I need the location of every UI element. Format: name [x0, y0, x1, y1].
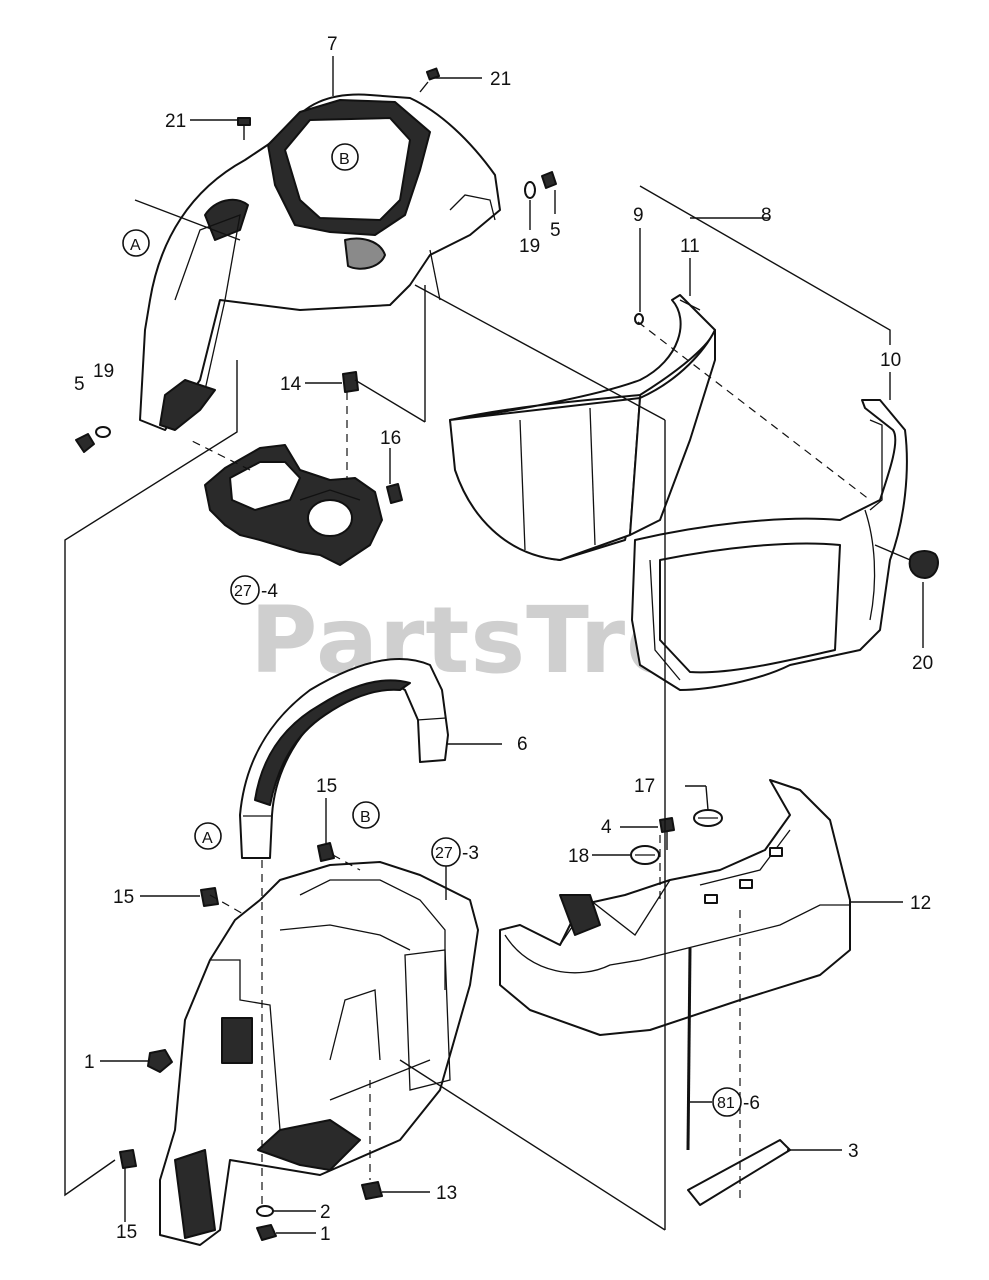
clip-15-c	[119, 1149, 137, 1169]
svg-text:-4: -4	[261, 581, 278, 602]
svg-text:-6: -6	[743, 1093, 760, 1114]
callout-21-left: 21	[165, 111, 186, 132]
hood-panel-part	[449, 294, 716, 561]
callout-12: 12	[910, 893, 931, 914]
svg-text:27: 27	[435, 845, 453, 862]
headlight-bezel-part	[631, 399, 908, 691]
svg-text:B: B	[360, 809, 371, 826]
callout-5-left: 5	[74, 374, 85, 395]
screw-21-top	[419, 67, 441, 93]
ref-27-3: 27 -3	[431, 837, 479, 867]
callout-16: 16	[380, 428, 401, 449]
callout-9: 9	[633, 205, 644, 226]
svg-text:B: B	[339, 151, 350, 168]
dashed-assembly-lines	[189, 321, 871, 1205]
grommet-17	[693, 809, 723, 827]
clip-14	[342, 371, 359, 393]
callout-2: 2	[320, 1202, 331, 1223]
svg-text:-3: -3	[462, 843, 479, 864]
callout-15-bottom: 15	[116, 1222, 137, 1243]
callout-11: 11	[680, 236, 700, 257]
dash-panel-part	[139, 93, 501, 431]
callout-5-right: 5	[550, 220, 561, 241]
washer-19-left	[95, 426, 111, 438]
callout-19-right: 19	[519, 236, 540, 257]
screw-21-left	[237, 117, 251, 140]
callout-15-top: 15	[316, 776, 337, 797]
bracket-27-4-part	[204, 444, 383, 566]
callout-14: 14	[280, 374, 302, 395]
handle-6-part	[239, 658, 449, 859]
screw-9	[634, 313, 644, 325]
ref-b-bottom: B	[352, 801, 380, 829]
leader-lines	[64, 56, 924, 1234]
circled-refs: B A 27 -4 B A 27 -3 81 -6	[122, 143, 760, 1117]
callout-1-left: 1	[84, 1052, 95, 1073]
rod-81-6	[686, 947, 692, 1151]
ref-a-bottom: A	[194, 822, 222, 850]
clip-16	[386, 483, 403, 504]
ref-27-4: 27 -4	[230, 575, 278, 605]
callout-6: 6	[517, 734, 528, 755]
svg-text:A: A	[130, 237, 141, 254]
screw-5-right	[541, 171, 557, 189]
knob-20	[874, 544, 939, 579]
clip-13	[361, 1181, 383, 1200]
callout-1-bottom: 1	[320, 1224, 331, 1245]
svg-text:27: 27	[234, 583, 252, 600]
callout-3: 3	[848, 1141, 859, 1162]
svg-text:81: 81	[717, 1095, 735, 1112]
lower-cover-12-part	[499, 779, 851, 1036]
callouts: 7 21 21 19 5 19 5 9 8 11 10 14 16 20 6 1…	[74, 34, 933, 1245]
callout-17: 17	[634, 776, 655, 797]
washer-2	[256, 1205, 274, 1217]
callout-19-left: 19	[93, 361, 114, 382]
nut-1-b	[256, 1224, 277, 1241]
grommet-18	[630, 845, 660, 865]
callout-8: 8	[761, 205, 772, 226]
callout-7: 7	[327, 34, 338, 55]
callout-15-mid: 15	[113, 887, 134, 908]
clip-15-a	[200, 887, 219, 907]
callout-10: 10	[880, 350, 901, 371]
housing-27-3-part	[159, 861, 479, 1246]
callout-20: 20	[912, 653, 933, 674]
ref-a-top: A	[122, 229, 150, 257]
callout-18: 18	[568, 846, 589, 867]
screw-5-left	[75, 433, 95, 453]
washer-19-right	[524, 181, 536, 199]
callout-4: 4	[601, 817, 612, 838]
nut-1-a	[147, 1049, 173, 1073]
bracket-3	[687, 1139, 791, 1206]
svg-text:A: A	[202, 830, 213, 847]
ref-81-6: 81 -6	[712, 1087, 760, 1117]
screw-4	[659, 817, 675, 850]
callout-13: 13	[436, 1183, 457, 1204]
clip-15-b	[317, 842, 335, 862]
ref-b-top: B	[331, 143, 359, 171]
hood-panel-right-part	[629, 299, 716, 536]
callout-21-top: 21	[490, 69, 511, 90]
